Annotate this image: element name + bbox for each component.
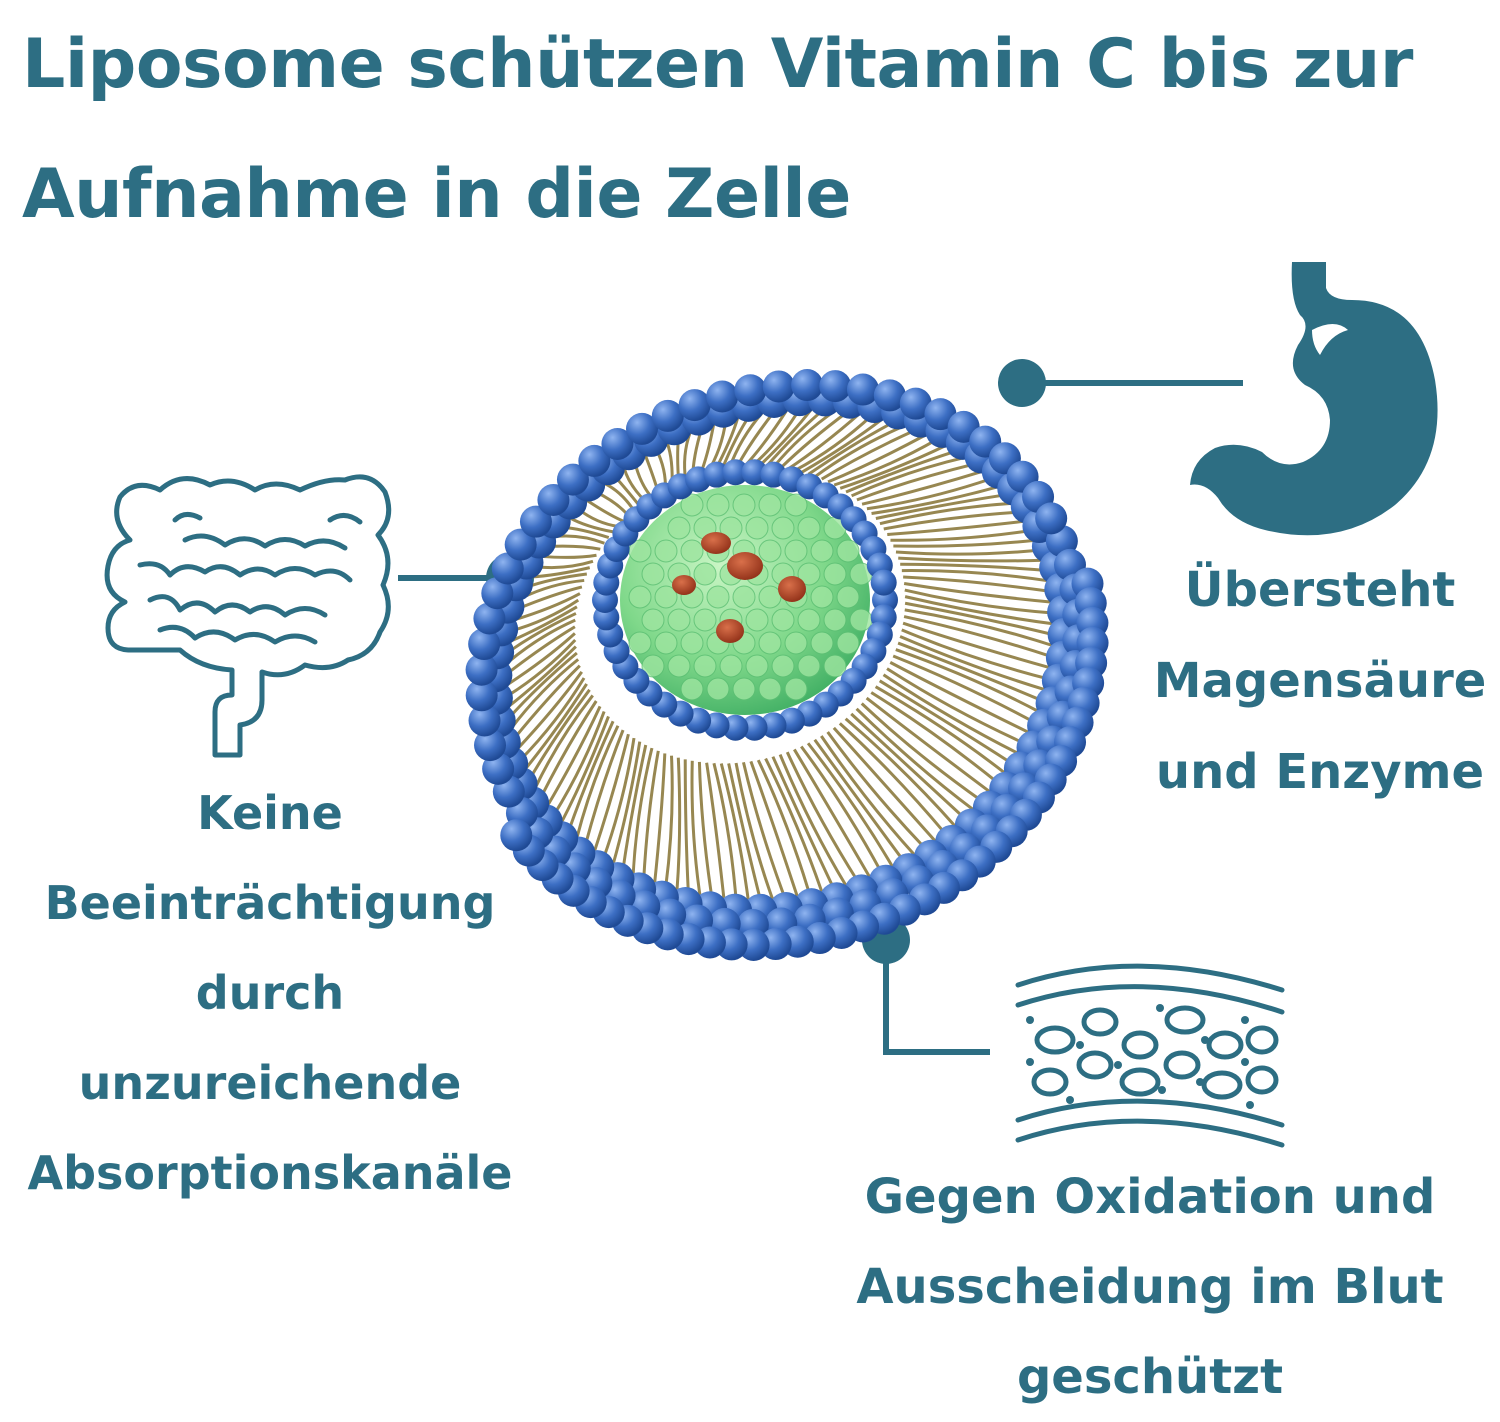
liposome-illustration bbox=[465, 369, 1109, 961]
vitamin-particles bbox=[672, 532, 806, 643]
label-intestine-line-1: Keine bbox=[197, 786, 343, 840]
label-intestine-line-2: Beeinträchtigung bbox=[44, 876, 496, 930]
label-blood-line-1: Gegen Oxidation und bbox=[864, 1169, 1436, 1225]
label-stomach: Übersteht Magensäure und Enzyme bbox=[1140, 545, 1500, 818]
label-blood: Gegen Oxidation und Ausscheidung im Blut… bbox=[820, 1152, 1480, 1422]
intestine-icon bbox=[104, 474, 392, 758]
title-line-2: Aufnahme in die Zelle bbox=[22, 155, 851, 234]
label-intestine-line-5: Absorptionskanäle bbox=[27, 1146, 513, 1200]
label-blood-line-2: Ausscheidung im Blut bbox=[856, 1259, 1444, 1315]
label-stomach-line-2: Magensäure bbox=[1153, 653, 1487, 709]
label-intestine-line-3: durch bbox=[195, 966, 345, 1020]
liposome-core bbox=[620, 485, 873, 715]
inner-membrane bbox=[592, 459, 898, 741]
stomach-icon bbox=[1190, 262, 1438, 536]
title-line-1: Liposome schützen Vitamin C bis zur bbox=[22, 25, 1413, 104]
connector-blood bbox=[862, 916, 990, 1055]
label-intestine: Keine Beeinträchtigung durch unzureichen… bbox=[0, 768, 540, 1218]
connector-stomach bbox=[998, 359, 1243, 407]
label-intestine-line-4: unzureichende bbox=[78, 1056, 462, 1110]
blood-vessel-icon bbox=[1015, 963, 1285, 1148]
outer-membrane bbox=[465, 369, 1109, 961]
label-stomach-line-1: Übersteht bbox=[1184, 562, 1456, 618]
label-blood-line-3: geschützt bbox=[1016, 1349, 1284, 1405]
page-title: Liposome schützen Vitamin C bis zur Aufn… bbox=[22, 0, 1492, 260]
label-stomach-line-3: und Enzyme bbox=[1155, 744, 1485, 800]
